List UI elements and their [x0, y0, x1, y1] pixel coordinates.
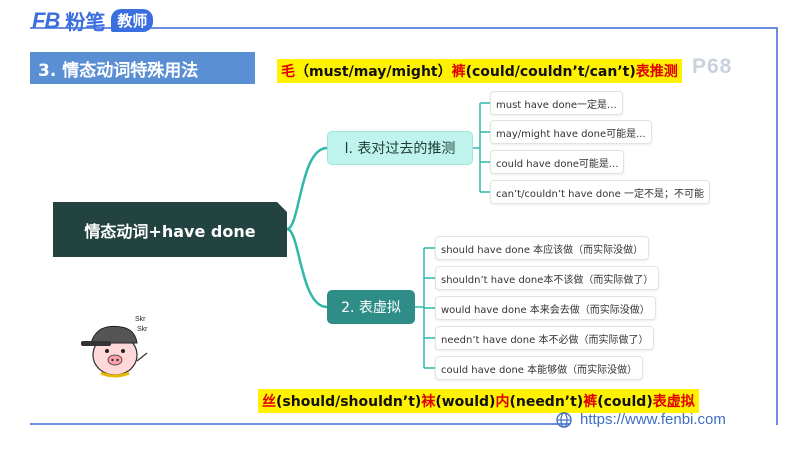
branch-subjunctive: 2. 表虚拟: [327, 290, 415, 324]
connector-b2-leaves: [415, 247, 435, 369]
mnemonic-bottom-part: 裤: [583, 394, 598, 410]
logo-name: 粉笔: [65, 10, 106, 34]
footer-url-text[interactable]: https://www.fenbi.com: [580, 411, 726, 428]
mascot-text-line1: Skr: [135, 316, 146, 323]
leaf-neednt-have-done: needn’t have done 本不必做（而实际做了）: [435, 326, 655, 350]
connector-b1-leaves: [473, 102, 490, 193]
leaf-shouldnt-have-done: shouldn’t have done本不该做（而实际做了）: [435, 266, 660, 290]
connector-root-b2: [286, 227, 328, 309]
mnemonic-bottom-part: 袜: [421, 394, 436, 410]
leaf-may-might-have-done: may/might have done可能是...: [490, 120, 652, 144]
mnemonic-bottom-part: 表虚拟: [652, 394, 695, 410]
mnemonic-bottom: 丝(should/shouldn’t)袜(would)内(needn’t)裤(c…: [258, 389, 699, 413]
mnemonic-bottom-part: (needn’t): [509, 394, 584, 410]
frame-right-line: [776, 27, 778, 425]
mnemonic-top: 毛（must/may/might）裤(could/couldn’t/can’t)…: [277, 59, 682, 83]
logo-mark: FB: [32, 7, 60, 33]
mnemonic-top-part: 裤: [451, 64, 466, 80]
mnemonic-bottom-part: 丝: [262, 394, 276, 410]
connector-root-b1: [286, 146, 328, 231]
mindmap-root-node: 情态动词+have done: [53, 202, 287, 257]
globe-icon: [556, 411, 572, 428]
page-number: P68: [692, 55, 733, 78]
mnemonic-top-part: (could/couldn’t/can’t): [465, 64, 636, 80]
mnemonic-bottom-part: (could): [597, 394, 653, 410]
leaf-would-have-done: would have done 本来会去做（而实际没做）: [435, 296, 656, 320]
leaf-must-have-done: must have done一定是...: [490, 91, 623, 115]
brand-logo: FB 粉笔 教师: [32, 6, 154, 35]
mnemonic-top-part: （must/may/might）: [295, 64, 452, 80]
leaf-should-have-done: should have done 本应该做（而实际没做）: [435, 236, 650, 260]
mnemonic-top-part: 表推测: [635, 64, 678, 80]
mnemonic-bottom-part: 内: [495, 394, 510, 410]
pig-mascot-illustration: Skr Skr: [81, 316, 148, 378]
mnemonic-bottom-part: (would): [435, 394, 496, 410]
branch-past-inference: l. 表对过去的推测: [327, 131, 473, 165]
mnemonic-top-part: 毛: [281, 64, 295, 80]
leaf-could-have-done-subjunctive: could have done 本能够做（而实际没做）: [435, 356, 644, 380]
mascot-text-line2: Skr: [137, 326, 148, 333]
frame-bottom-line: [30, 423, 570, 425]
section-title: 3. 情态动词特殊用法: [30, 52, 255, 84]
frame-top-line: [30, 27, 778, 29]
leaf-cant-couldnt-have-done: can’t/couldn’t have done 一定不是；不可能: [490, 180, 710, 204]
leaf-could-have-done-inference: could have done可能是...: [490, 150, 625, 174]
footer-url[interactable]: https://www.fenbi.com: [556, 411, 726, 428]
mnemonic-bottom-part: (should/shouldn’t): [276, 394, 422, 410]
logo-badge: 教师: [111, 9, 154, 32]
